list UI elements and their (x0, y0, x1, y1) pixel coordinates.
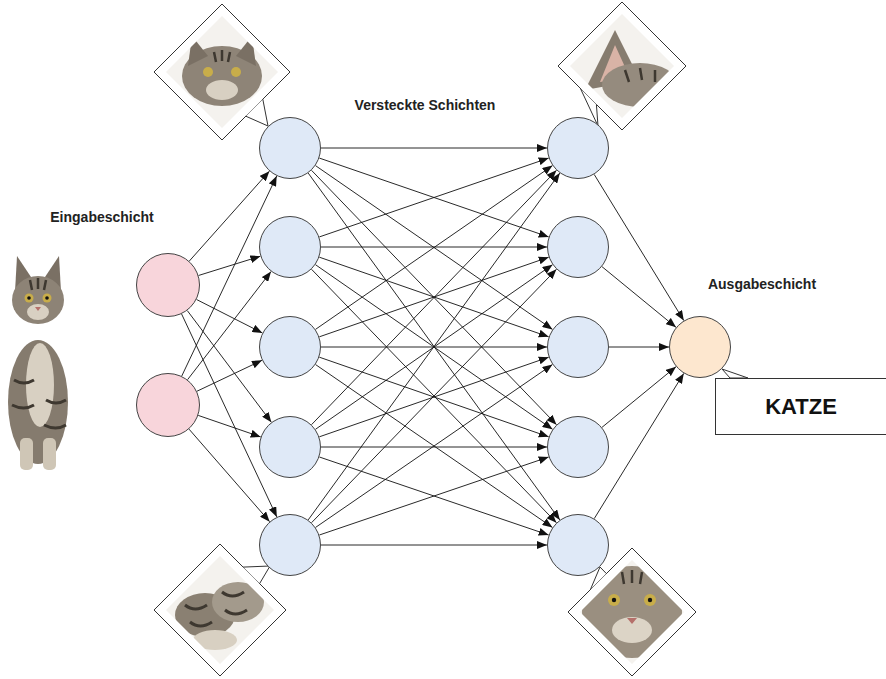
image-ground (160, 550, 280, 670)
cat-body (8, 340, 68, 464)
cat-photo (8, 256, 68, 470)
cat-muzzle (27, 304, 49, 320)
layer-label: Eingabeschicht (50, 209, 153, 225)
cat-pupil (45, 296, 49, 300)
image-ground (565, 10, 680, 125)
cat-stripes (622, 570, 642, 584)
connection-arrow (308, 173, 560, 520)
cat-stripes (185, 592, 247, 626)
cat-pupil (612, 598, 616, 602)
layer-label: Ausgabeschicht (708, 276, 816, 292)
cat-eye (25, 294, 34, 303)
image-ground (160, 10, 285, 135)
cat-paw (212, 582, 264, 622)
connection-arrow (199, 256, 261, 275)
connection-arrow (602, 367, 676, 428)
hidden-neuron (547, 514, 609, 576)
cat-leg (20, 438, 33, 470)
cat-leg (43, 438, 56, 470)
callout-frame (154, 4, 290, 140)
cat-eye (644, 594, 656, 606)
feature-image (565, 10, 680, 125)
connection-arrow (316, 365, 553, 528)
connection-arrow (321, 545, 547, 546)
cat-eye (203, 67, 213, 77)
cat-muzzle (612, 617, 652, 643)
hidden-neuron (547, 117, 609, 179)
output-neuron (669, 316, 731, 378)
cat-head (12, 276, 64, 324)
connection-arrow (609, 347, 669, 348)
connection-arrow (308, 173, 560, 520)
cat-muzzle (206, 80, 238, 100)
callout-pointer (246, 99, 268, 126)
cat-face (582, 566, 682, 658)
connection-arrow (319, 457, 548, 535)
layer-label: Versteckte Schichten (355, 97, 496, 113)
cat-head (602, 63, 678, 107)
cat-nose (627, 618, 637, 624)
connection-arrow (321, 447, 547, 448)
hidden-neuron (259, 117, 321, 179)
connection-arrow (319, 158, 548, 237)
cat-toes (193, 630, 237, 650)
callout-pointer (246, 99, 268, 126)
cat-stripes (625, 68, 655, 82)
feature-callout (154, 4, 290, 140)
connection-arrow (319, 158, 548, 237)
cat-chest (26, 343, 54, 427)
cat-stripes (214, 50, 230, 62)
cat-nose (35, 307, 41, 311)
result-box: KATZE (715, 378, 886, 435)
cat-ear (236, 36, 256, 66)
feature-image (160, 550, 280, 670)
connection-arrow (197, 360, 262, 391)
cat-pupil (27, 296, 31, 300)
connection-arrow (319, 357, 548, 437)
hidden-neuron (547, 416, 609, 478)
cat-eye (608, 594, 620, 606)
callout-pointer (243, 566, 270, 584)
connection-arrow (316, 166, 553, 330)
hidden-neuron (259, 316, 321, 378)
input-neuron (136, 373, 200, 437)
cat-stripes (30, 278, 46, 290)
hidden-neuron (259, 216, 321, 278)
hidden-neuron (259, 416, 321, 478)
feature-callout (558, 2, 686, 130)
hidden-neuron (547, 316, 609, 378)
hidden-neuron (259, 514, 321, 576)
input-neuron (136, 253, 200, 317)
connection-arrow (312, 269, 557, 522)
hidden-neuron (547, 216, 609, 278)
connection-arrow (198, 415, 260, 436)
connection-arrow (602, 267, 676, 328)
connection-arrow (189, 429, 270, 522)
callout-pointer (722, 369, 748, 378)
cat-stripes (12, 380, 66, 428)
cat-eye (43, 294, 52, 303)
connection-arrow (197, 299, 263, 332)
connection-arrow (319, 457, 548, 535)
callout-pointer (243, 566, 270, 584)
cat-ear (188, 36, 208, 66)
cat-eye (231, 67, 241, 77)
node-text: KATZE (765, 394, 837, 420)
connection-arrow (319, 357, 548, 437)
callout-frame (558, 2, 686, 130)
connection-arrow (312, 269, 557, 522)
cat-pupil (648, 598, 652, 602)
connection-arrow (188, 272, 271, 380)
feature-image (160, 10, 285, 135)
connection-arrow (316, 166, 553, 330)
connection-arrow (316, 365, 553, 528)
connection-arrow (321, 148, 547, 149)
